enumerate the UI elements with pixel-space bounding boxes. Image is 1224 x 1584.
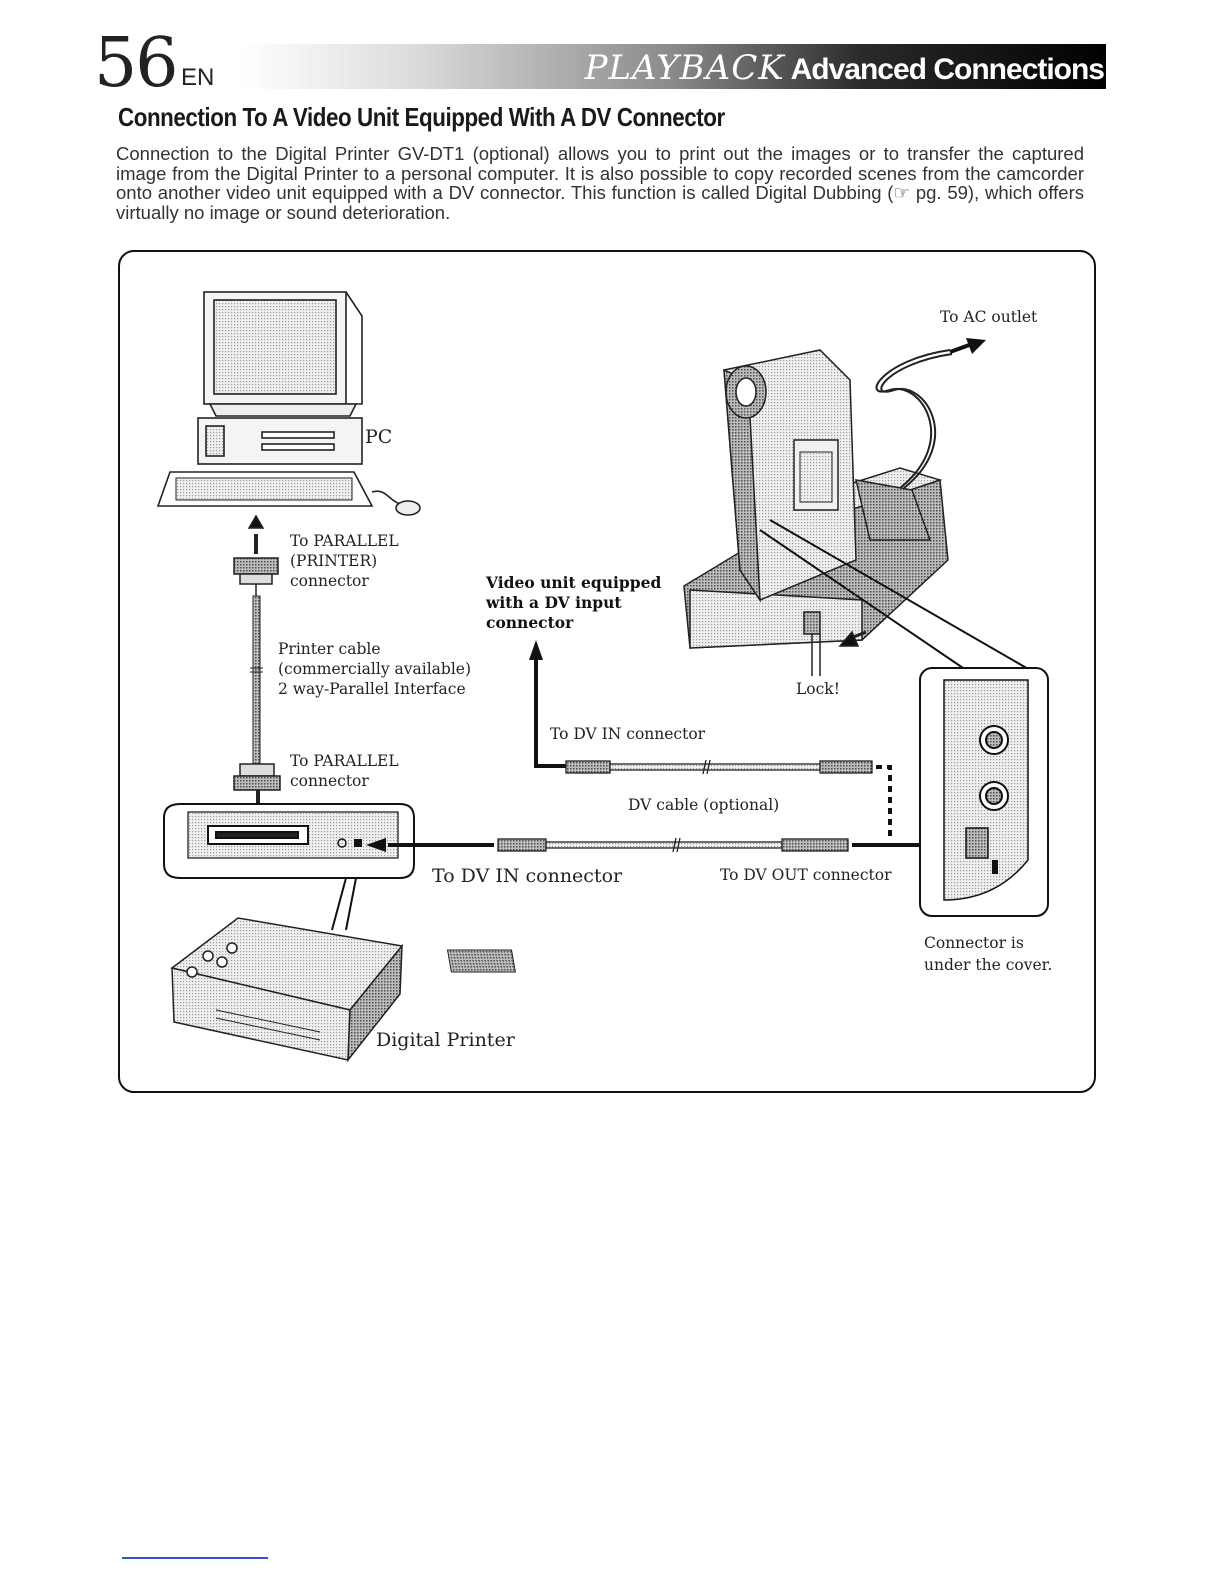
printer-panel-callout (163, 803, 415, 931)
ac-cord (875, 338, 986, 489)
camcorder-illustration (683, 349, 949, 676)
section-label: PLAYBACK (584, 48, 785, 88)
section-header-bar (240, 44, 1106, 89)
pc-illustration (156, 291, 421, 516)
video-unit-arrow (529, 640, 566, 768)
dv-cable-lower (497, 837, 849, 853)
lock-label: Lock! (796, 680, 840, 698)
to-dv-in-upper-label: To DV IN connector (550, 725, 706, 743)
to-parallel-label: To PARALLEL connector (290, 752, 404, 790)
video-unit-label: Video unit equipped with a DV input conn… (485, 573, 667, 632)
dv-dashed-route (876, 765, 892, 836)
footer-rule (122, 1557, 268, 1559)
to-ac-outlet-label: To AC outlet (940, 308, 1038, 326)
pc-label: PC (365, 426, 392, 448)
printer-cable-label: Printer cable (commercially available) 2… (278, 640, 476, 698)
digital-printer-label: Digital Printer (376, 1029, 516, 1051)
to-dv-in-lower-label: To DV IN connector (432, 865, 623, 887)
page-title: Connection To A Video Unit Equipped With… (118, 102, 725, 132)
dv-cable-label: DV cable (optional) (628, 796, 779, 814)
to-parallel-printer-label: To PARALLEL (PRINTER) connector (290, 532, 404, 590)
intro-paragraph: Connection to the Digital Printer GV-DT1… (116, 143, 1084, 223)
page-number: 56 (94, 24, 179, 103)
page-language-suffix: EN (181, 64, 215, 91)
connector-callout (759, 519, 1049, 917)
dv-cable-upper (565, 759, 873, 775)
pc-parallel-plug (233, 514, 279, 596)
digital-printer-illustration (170, 917, 516, 1063)
to-dv-out-label: To DV OUT connector (720, 866, 892, 884)
subsection-label: Advanced Connections (790, 53, 1105, 86)
diagram-frame (118, 250, 1096, 1093)
printer-cable (250, 595, 263, 765)
connector-note-label: Connector is under the cover. (924, 934, 1052, 974)
